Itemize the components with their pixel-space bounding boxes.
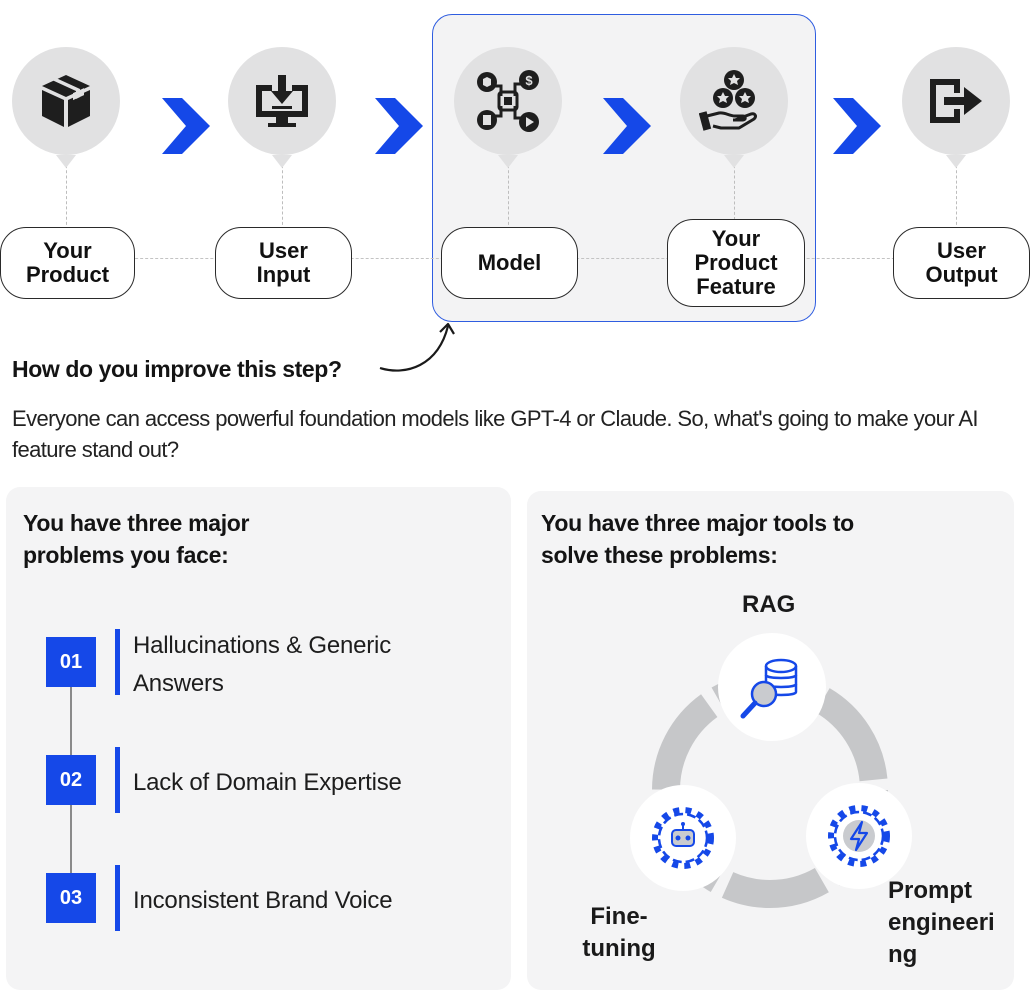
tool-prompt-engineering bbox=[806, 783, 912, 889]
step-label-pill: User Output bbox=[893, 227, 1030, 299]
step-label-pill: User Input bbox=[215, 227, 352, 299]
problem-number-badge: 01 bbox=[46, 637, 96, 687]
problem-number-badge: 02 bbox=[46, 755, 96, 805]
database-search-icon bbox=[740, 658, 798, 719]
tools-panel-title: You have three major tools to solve thes… bbox=[541, 510, 854, 568]
hand-stars-icon bbox=[699, 70, 757, 131]
step-label-pill: Your Product bbox=[0, 227, 135, 299]
step-model: $ bbox=[454, 47, 562, 168]
svg-text:$: $ bbox=[525, 73, 533, 88]
step-icon-circle bbox=[228, 47, 336, 155]
step-icon-circle bbox=[902, 47, 1010, 155]
problem-text: Lack of Domain Expertise bbox=[133, 769, 402, 796]
step-stem bbox=[66, 160, 67, 230]
description-text: Everyone can access powerful foundation … bbox=[12, 406, 979, 462]
tool-fine-tuning bbox=[630, 785, 736, 891]
chevron-right-icon bbox=[162, 98, 210, 154]
problem-accent-bar bbox=[115, 865, 120, 931]
step-label-pill: Model bbox=[441, 227, 578, 299]
step-your-product-feature bbox=[680, 47, 788, 168]
tool-label-rag: RAG bbox=[742, 591, 796, 618]
step-stem bbox=[508, 160, 509, 230]
monitor-download-icon bbox=[256, 75, 308, 127]
model-network-icon: $ bbox=[477, 70, 539, 132]
problems-panel-title: You have three major problems you face: bbox=[23, 510, 250, 568]
gear-lightning-icon bbox=[828, 805, 890, 867]
question-heading: How do you improve this step? bbox=[12, 356, 342, 382]
step-your-product bbox=[12, 47, 120, 168]
gear-robot-icon bbox=[652, 807, 714, 869]
step-stem bbox=[734, 160, 735, 220]
problem-number-badge: 03 bbox=[46, 873, 96, 923]
step-icon-circle bbox=[680, 47, 788, 155]
chevron-right-icon bbox=[833, 98, 881, 154]
problem-text: Hallucinations & Generic Answers bbox=[133, 632, 391, 697]
tool-label-fine-tuning: Fine- tuning bbox=[582, 903, 656, 962]
tool-label-prompt-engineering: Prompt engineeri ng bbox=[888, 877, 995, 968]
step-icon-circle bbox=[12, 47, 120, 155]
step-user-output bbox=[902, 47, 1010, 168]
chevron-right-icon bbox=[603, 98, 651, 154]
step-icon-circle: $ bbox=[454, 47, 562, 155]
step-label-pill: Your Product Feature bbox=[667, 219, 805, 307]
curved-arrow-icon bbox=[379, 322, 455, 372]
problem-accent-bar bbox=[115, 747, 120, 813]
chevron-right-icon bbox=[375, 98, 423, 154]
step-stem bbox=[956, 160, 957, 230]
box-icon bbox=[42, 75, 90, 127]
problem-text: Inconsistent Brand Voice bbox=[133, 887, 393, 914]
exit-arrow-icon bbox=[930, 79, 982, 123]
tool-rag bbox=[718, 633, 826, 741]
step-stem bbox=[282, 160, 283, 230]
step-user-input bbox=[228, 47, 336, 168]
problem-accent-bar bbox=[115, 629, 120, 695]
